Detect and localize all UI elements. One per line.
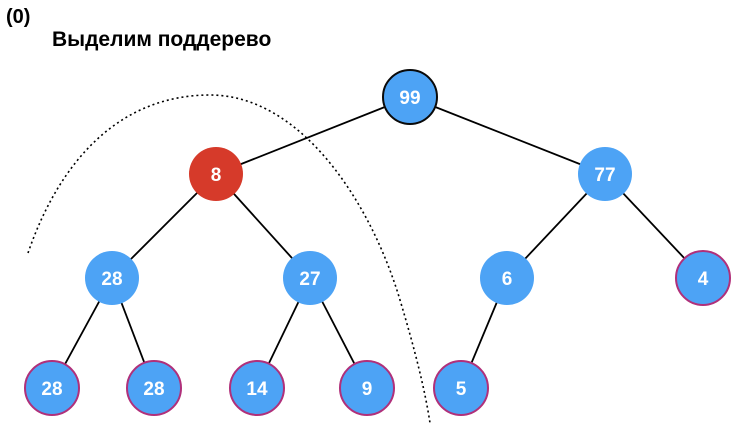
tree-node: 8 [189,147,243,201]
tree-node: 9 [339,360,395,416]
tree-node-circle [480,251,534,305]
step-number: (0) [6,6,31,28]
tree-node: 77 [578,147,632,201]
tree-node: 28 [126,360,182,416]
tree-node-value: 5 [456,379,467,400]
tree-edges [51,96,704,389]
tree-node-circle [85,251,139,305]
tree-edge [409,96,606,175]
tree-node-value: 28 [101,269,122,290]
tree-edge [215,96,411,175]
tree-node-value: 99 [399,88,420,109]
page-title: Выделим поддерево [52,28,272,51]
tree-node-circle [675,250,731,306]
tree-node: 4 [675,250,731,306]
tree-node-value: 28 [143,379,164,400]
tree-nodes: 99 8 77 28 27 6 4 28 28 14 9 5 [24,69,731,416]
tree-node-circle [229,360,285,416]
tree-node-circle [189,147,243,201]
tree-node-value: 8 [211,165,222,186]
tree-node: 14 [229,360,285,416]
tree-node-value: 9 [362,379,373,400]
tree-node-circle [283,251,337,305]
tree-node: 27 [283,251,337,305]
tree-node: 28 [85,251,139,305]
subtree-boundary-curve [27,94,431,424]
tree-node-value: 4 [698,269,709,290]
tree-node-value: 77 [594,165,615,186]
tree-node-circle [382,69,438,125]
tree-node-value: 28 [41,379,62,400]
tree-node-circle [578,147,632,201]
tree-node: 6 [480,251,534,305]
tree-node-circle [24,360,80,416]
tree-node: 28 [24,360,80,416]
tree-node-value: 27 [299,269,320,290]
tree-node-value: 6 [502,269,513,290]
tree-node-circle [126,360,182,416]
tree-node: 5 [433,360,489,416]
tree-node-circle [433,360,489,416]
tree-node-circle [339,360,395,416]
tree-node-value: 14 [246,379,268,400]
tree-node: 99 [382,69,438,125]
